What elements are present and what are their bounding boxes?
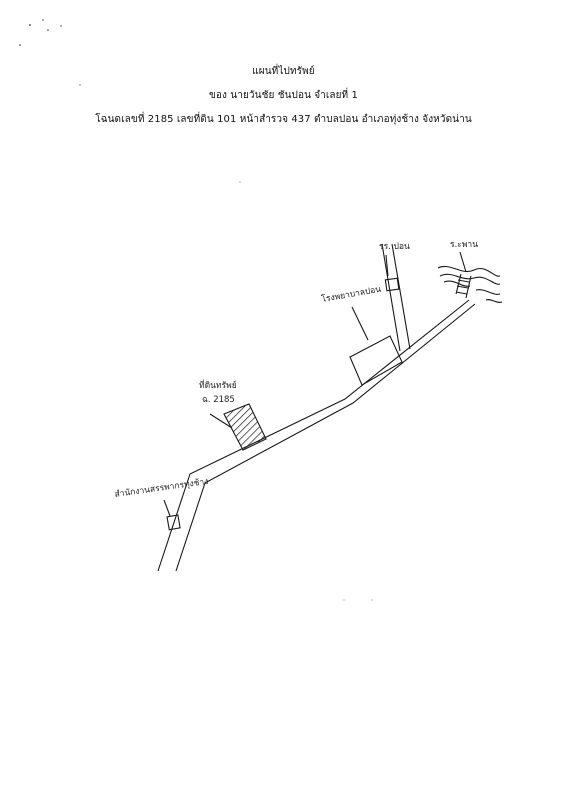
- health-center-building: [349, 335, 403, 386]
- bridge: [455, 273, 472, 299]
- map-title: แผนที่ไปทรัพย์: [252, 66, 315, 77]
- scan-specks: [19, 19, 373, 601]
- main-road: [157, 299, 476, 572]
- school-label: รร. ปอน: [379, 242, 410, 252]
- river: [437, 266, 503, 303]
- deed-line: โฉนดเลขที่ 2185 เลขที่ดิน 101 หน้าสำรวจ …: [95, 114, 472, 125]
- side-road: [381, 243, 411, 352]
- deed-number-label: ฉ. 2185: [202, 395, 235, 405]
- property-label: ที่ดินทรัพย์: [199, 379, 237, 391]
- river-label: ร.ะพาน: [450, 240, 478, 250]
- property-parcel: [223, 403, 267, 451]
- school-building: [384, 277, 400, 292]
- health-center-label: โรงพยาบาลปอน: [321, 284, 383, 305]
- owner-line: ของ นายวันชัย ชันปอน จำเลยที่ 1: [209, 90, 358, 101]
- district-office-label: สำนักงานสรรพากรทุ่งช้าง: [114, 476, 209, 500]
- leader-lines: [163, 251, 467, 517]
- district-office-building: [166, 514, 181, 531]
